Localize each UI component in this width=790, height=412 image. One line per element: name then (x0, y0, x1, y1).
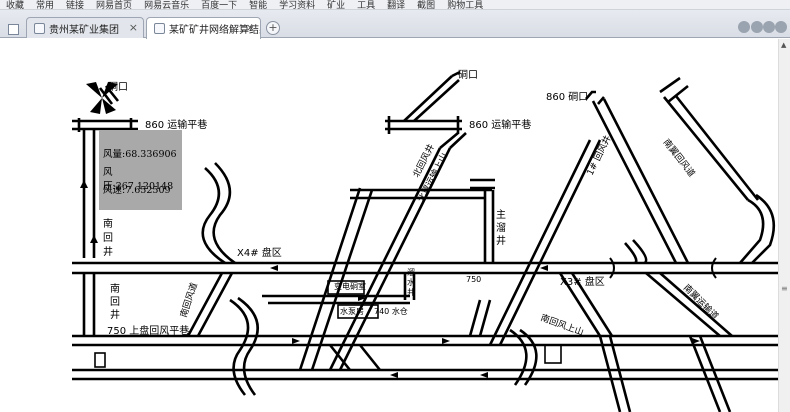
bookmark-item[interactable]: 百度一下 (201, 1, 238, 10)
tab-network-result[interactable]: 某矿矿井网络解算结果... × (146, 17, 261, 39)
bookmark-item[interactable]: 工具 (357, 1, 376, 10)
panel-x4-label: X4# 盘区 (237, 246, 282, 259)
slip-well-label: 溜 水 井 (407, 267, 415, 297)
airflow-arrows (80, 180, 700, 378)
south-return-shaft-lower-label: 南 回 井 (110, 282, 120, 321)
return-south-right-label: 南翼回风道 (661, 136, 698, 179)
svg-text:溜: 溜 (496, 221, 506, 234)
pump-chamber-label: 水泵房 (340, 306, 364, 316)
bookmark-item[interactable]: 矿业 (327, 1, 346, 10)
incline-left-label: 南回风道 (177, 281, 200, 319)
tab-group-site[interactable]: 贵州某矿业集团 × (26, 17, 144, 38)
page-icon (154, 23, 165, 34)
close-icon[interactable]: × (128, 21, 138, 34)
restore-icon[interactable] (763, 21, 775, 33)
bookmarks-bar: 收藏 常用 链接 网易首页 网易云音乐 百度一下 智能 学习资料 矿业 工具 翻译 截图 购物工具 (0, 0, 790, 10)
south-return-shaft-upper-label: 南 回 井 (103, 217, 113, 258)
airway-info-tooltip: 风量:68.336906 风压:267.120148 风速:7.652509 (99, 130, 182, 210)
tab-label: 某矿矿井网络解算结果... (169, 25, 260, 36)
svg-text:溜: 溜 (407, 267, 415, 277)
svg-text:南: 南 (103, 217, 113, 230)
bookmark-item[interactable]: 截图 (417, 1, 436, 10)
new-tab-button[interactable]: + (266, 21, 280, 35)
road-860-left-label: 860 运输平巷 (145, 118, 207, 131)
vertical-scrollbar[interactable]: ▲ ≡ (778, 39, 790, 412)
adit-label: 硐口 (108, 81, 128, 93)
bookmark-item[interactable]: 智能 (249, 1, 268, 10)
label-750: 750 (466, 275, 481, 284)
fan-icon (86, 82, 118, 114)
substation-label: 变电硐室 (334, 281, 366, 291)
chamber-boxes (94, 280, 562, 368)
svg-text:井: 井 (110, 308, 120, 321)
close-icon[interactable]: × (245, 21, 255, 34)
svg-text:回: 回 (110, 296, 120, 308)
minimize-icon[interactable] (751, 21, 763, 33)
air-flow-value: 风量:68.336906 (103, 149, 177, 160)
air-pressure-value: 风压:267.120148 (103, 167, 174, 192)
bookmark-item[interactable]: 翻译 (387, 1, 406, 10)
panel-x3-label: X3# 盘区 (560, 275, 605, 288)
scroll-up-icon[interactable]: ▲ (781, 41, 787, 49)
svg-text:水: 水 (407, 277, 415, 287)
svg-text:回: 回 (103, 232, 113, 244)
bookmark-item[interactable]: 学习资料 (279, 1, 316, 10)
svg-text:井: 井 (407, 287, 415, 297)
window-close-icon[interactable] (775, 21, 787, 33)
tab-label: 贵州某矿业集团 (49, 25, 119, 36)
regulator-icons (609, 257, 717, 279)
bookmark-item[interactable]: 购物工具 (447, 1, 484, 10)
tab-list-icon[interactable] (738, 21, 750, 33)
bookmark-item[interactable]: 网易云音乐 (144, 1, 190, 10)
air-speed-value: 风速:7.652509 (103, 185, 171, 196)
svg-text:井: 井 (103, 245, 113, 258)
incline-south-label: 南回风上山 (539, 312, 585, 339)
bookmark-item[interactable]: 网易首页 (96, 1, 133, 10)
bookmark-item[interactable]: 常用 (36, 1, 55, 10)
svg-text:主: 主 (496, 209, 506, 221)
page-icon (34, 23, 45, 34)
scroll-grip-icon[interactable]: ≡ (781, 284, 788, 293)
bookmark-item[interactable]: 链接 (66, 1, 85, 10)
diagram-viewport: 硐口 860 运输平巷 860 运输平巷 硐口 860 硐口 X4# 盘区 X3… (0, 39, 778, 412)
ventilation-network-diagram: 硐口 860 运输平巷 860 运输平巷 硐口 860 硐口 X4# 盘区 X3… (72, 69, 778, 412)
sidebar-toggle-icon[interactable] (8, 24, 19, 35)
adit-860-right-label: 860 硐口 (546, 91, 588, 103)
svg-text:井: 井 (496, 234, 506, 247)
road-860-right-label: 860 运输平巷 (469, 118, 531, 131)
road-750-return-label: 750 上盘回风平巷 (107, 324, 189, 337)
tab-bar: 贵州某矿业集团 × 某矿矿井网络解算结果... × + (0, 10, 790, 39)
chamber-740-label: 740 水仓 (374, 306, 408, 316)
bookmark-item[interactable]: 收藏 (6, 1, 25, 10)
adit-top-label: 硐口 (458, 69, 478, 81)
return-east-label: 南翼运输道 (681, 282, 721, 322)
svg-text:南: 南 (110, 282, 120, 295)
main-shaft-label: 主 溜 井 (496, 209, 506, 247)
airway-lines (72, 70, 778, 412)
